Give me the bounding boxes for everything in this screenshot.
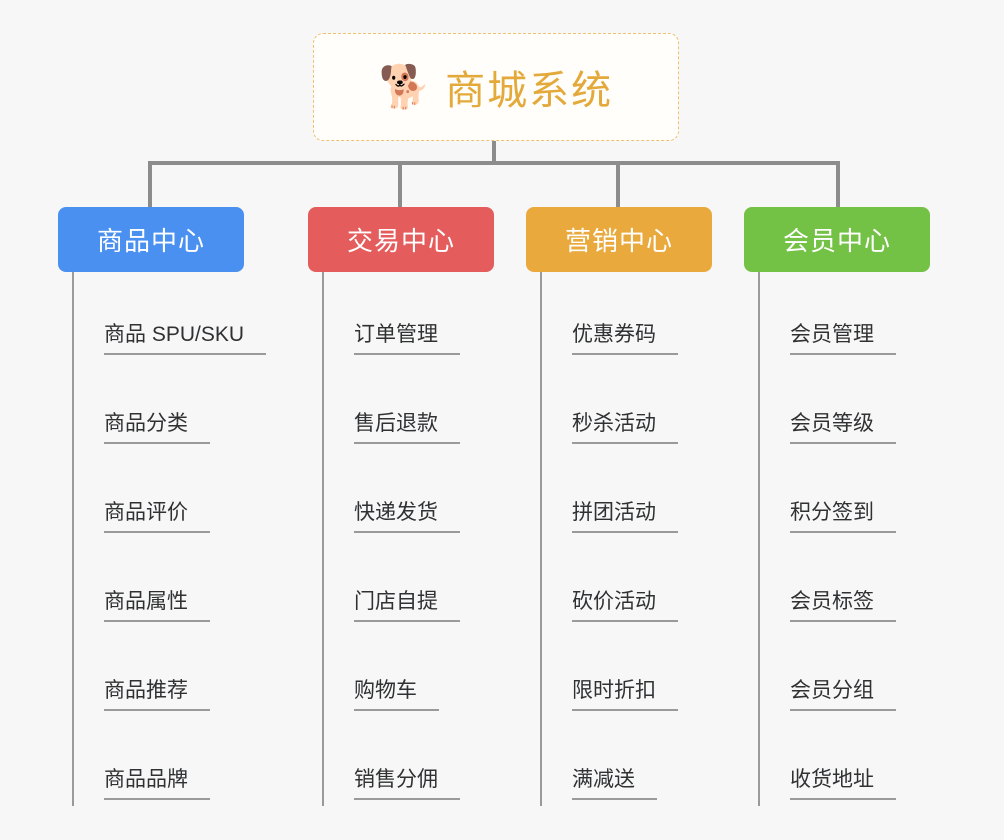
category-header-4[interactable]: 会员中心 (744, 207, 930, 272)
connector-horizontal-bar (148, 161, 840, 165)
item-label: 积分签到 (790, 501, 896, 533)
connector-drop-2 (398, 161, 402, 209)
list-item[interactable]: 会员标签 (758, 539, 930, 628)
root-node-商城系统[interactable]: 🐕 商城系统 (313, 33, 679, 141)
item-spine-2 (322, 272, 324, 806)
list-item[interactable]: 售后退款 (322, 361, 494, 450)
list-item[interactable]: 满减送 (540, 717, 712, 806)
item-label: 限时折扣 (572, 679, 678, 711)
list-item[interactable]: 销售分佣 (322, 717, 494, 806)
list-item[interactable]: 限时折扣 (540, 628, 712, 717)
connector-root-stem (492, 141, 496, 165)
list-item[interactable]: 积分签到 (758, 450, 930, 539)
item-label: 销售分佣 (354, 768, 460, 800)
connector-drop-3 (616, 161, 620, 209)
list-item[interactable]: 商品 SPU/SKU (72, 272, 267, 361)
root-title: 商城系统 (445, 69, 614, 113)
item-label: 优惠券码 (572, 323, 678, 355)
list-item[interactable]: 商品推荐 (72, 628, 244, 717)
item-label: 收货地址 (790, 768, 896, 800)
shiba-dog-icon: 🐕 (378, 63, 432, 110)
list-item[interactable]: 购物车 (322, 628, 494, 717)
list-item[interactable]: 会员管理 (758, 272, 930, 361)
list-item[interactable]: 秒杀活动 (540, 361, 712, 450)
item-label: 商品评价 (104, 501, 210, 533)
category-item-list-2: 订单管理 售后退款 快递发货 门店自提 购物车 销售分佣 (322, 272, 494, 806)
connector-drop-4 (836, 161, 840, 209)
item-label: 快递发货 (354, 501, 460, 533)
category-column-4: 会员中心 会员管理 会员等级 积分签到 会员标签 会员分组 收货地址 (744, 207, 930, 806)
category-column-2: 交易中心 订单管理 售后退款 快递发货 门店自提 购物车 销售分佣 (308, 207, 494, 806)
connector-drop-1 (148, 161, 152, 209)
item-label: 商品 SPU/SKU (104, 323, 267, 355)
item-label: 商品品牌 (104, 768, 210, 800)
category-column-3: 营销中心 优惠券码 秒杀活动 拼团活动 砍价活动 限时折扣 满减送 (526, 207, 712, 806)
item-spine-4 (758, 272, 760, 806)
list-item[interactable]: 会员分组 (758, 628, 930, 717)
item-label: 砍价活动 (572, 590, 678, 622)
list-item[interactable]: 快递发货 (322, 450, 494, 539)
item-label: 订单管理 (354, 323, 460, 355)
list-item[interactable]: 商品品牌 (72, 717, 244, 806)
category-header-1[interactable]: 商品中心 (58, 207, 244, 272)
item-label: 商品推荐 (104, 679, 210, 711)
item-label: 会员管理 (790, 323, 896, 355)
category-header-2[interactable]: 交易中心 (308, 207, 494, 272)
item-spine-1 (72, 272, 74, 806)
item-spine-3 (540, 272, 542, 806)
list-item[interactable]: 商品属性 (72, 539, 244, 628)
item-label: 会员标签 (790, 590, 896, 622)
list-item[interactable]: 收货地址 (758, 717, 930, 806)
list-item[interactable]: 商品分类 (72, 361, 244, 450)
item-label: 门店自提 (354, 590, 460, 622)
list-item[interactable]: 优惠券码 (540, 272, 712, 361)
category-item-list-4: 会员管理 会员等级 积分签到 会员标签 会员分组 收货地址 (758, 272, 930, 806)
item-label: 会员等级 (790, 412, 896, 444)
category-item-list-1: 商品 SPU/SKU 商品分类 商品评价 商品属性 商品推荐 商品品牌 (72, 272, 267, 806)
category-column-1: 商品中心 商品 SPU/SKU 商品分类 商品评价 商品属性 商品推荐 商品品牌 (58, 207, 267, 806)
list-item[interactable]: 门店自提 (322, 539, 494, 628)
item-label: 秒杀活动 (572, 412, 678, 444)
item-label: 会员分组 (790, 679, 896, 711)
list-item[interactable]: 拼团活动 (540, 450, 712, 539)
list-item[interactable]: 会员等级 (758, 361, 930, 450)
list-item[interactable]: 商品评价 (72, 450, 244, 539)
list-item[interactable]: 订单管理 (322, 272, 494, 361)
item-label: 拼团活动 (572, 501, 678, 533)
category-item-list-3: 优惠券码 秒杀活动 拼团活动 砍价活动 限时折扣 满减送 (540, 272, 712, 806)
list-item[interactable]: 砍价活动 (540, 539, 712, 628)
item-label: 售后退款 (354, 412, 460, 444)
item-label: 满减送 (572, 768, 657, 800)
item-label: 商品分类 (104, 412, 210, 444)
item-label: 商品属性 (104, 590, 210, 622)
category-header-3[interactable]: 营销中心 (526, 207, 712, 272)
item-label: 购物车 (354, 679, 439, 711)
